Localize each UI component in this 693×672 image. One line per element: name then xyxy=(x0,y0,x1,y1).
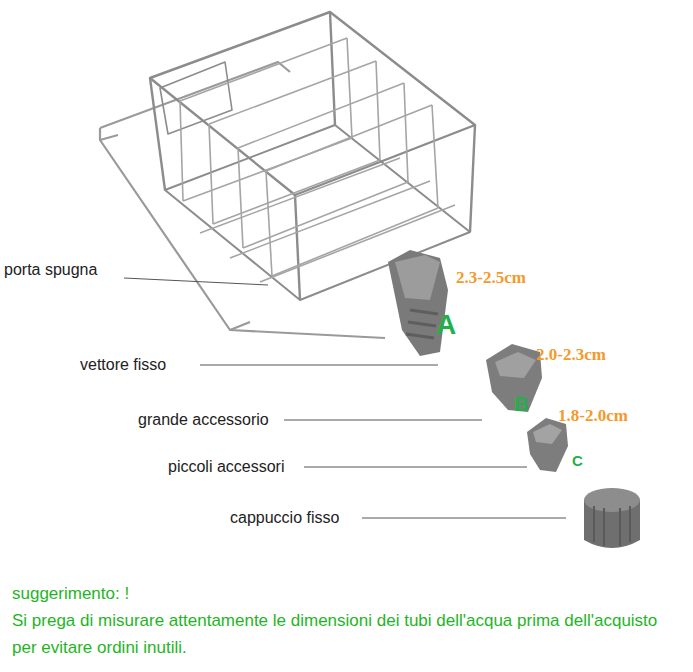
note-text: Si prega di misurare attentamente le dim… xyxy=(12,607,684,661)
dimension-label: 2.0-2.3cm xyxy=(536,345,606,365)
callout-letter: B xyxy=(514,392,528,416)
leader-lines xyxy=(124,278,566,518)
note-heading: suggerimento: ! xyxy=(12,580,129,607)
dimension-label: 1.8-2.0cm xyxy=(558,406,628,426)
basket-wires xyxy=(180,38,455,282)
callout-letter: A xyxy=(436,308,456,342)
clip-c xyxy=(527,418,568,472)
clip-a xyxy=(388,250,448,356)
part-label: cappuccio fisso xyxy=(230,508,339,527)
part-label: porta spugna xyxy=(4,260,97,279)
part-label: piccoli accessori xyxy=(168,457,284,476)
dimension-label: 2.3-2.5cm xyxy=(456,268,526,288)
part-label: vettore fisso xyxy=(80,355,166,374)
part-label: grande accessorio xyxy=(138,410,269,429)
callout-letter: C xyxy=(572,452,583,470)
drip-frame xyxy=(100,62,385,338)
sponge-basket xyxy=(150,12,475,300)
fixing-cap xyxy=(584,488,640,548)
